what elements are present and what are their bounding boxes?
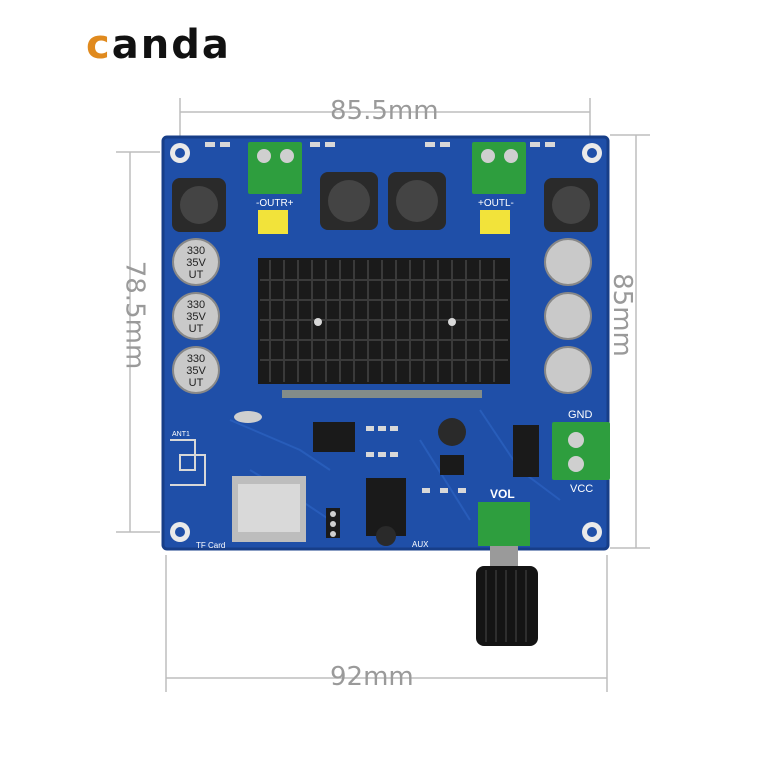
label-outl: +OUTL-	[478, 198, 514, 209]
dimension-lines	[116, 98, 650, 692]
brand-logo-first-letter: c	[86, 22, 112, 68]
capacitor-label: 35V	[186, 257, 206, 269]
label-vcc: VCC	[570, 483, 593, 495]
capacitor-icon	[172, 238, 592, 394]
label-antenna: ANT1	[172, 431, 190, 438]
label-gnd: GND	[568, 409, 593, 421]
dimension-left: 78.5mm	[119, 260, 150, 370]
pin-header	[326, 508, 340, 538]
capacitor-label: UT	[189, 377, 204, 389]
inductor-icon	[172, 172, 598, 232]
brand-logo-rest: anda	[111, 22, 231, 68]
capacitor-label: 330	[187, 245, 205, 257]
small-capacitor	[438, 418, 466, 446]
dimension-top: 85.5mm	[330, 96, 439, 126]
label-vol: VOL	[490, 487, 515, 501]
label-outr: -OUTR+	[256, 198, 294, 209]
terminal-block-icon	[248, 142, 610, 480]
heatsink-icon	[258, 258, 510, 384]
yellow-capacitor	[480, 210, 510, 234]
capacitor-label: 330	[187, 353, 205, 365]
capacitor-label: UT	[189, 269, 204, 281]
brand-logo: canda	[86, 22, 231, 68]
capacitor-label: 330	[187, 299, 205, 311]
potentiometer-knob-icon	[476, 502, 538, 646]
ic-chip	[313, 422, 355, 452]
audio-jack-icon	[366, 478, 406, 546]
dimension-bottom: 92mm	[330, 662, 414, 692]
label-tf-card: TF Card	[196, 541, 225, 550]
label-aux: AUX	[412, 540, 429, 549]
regulator	[513, 425, 539, 477]
dimension-right: 85mm	[606, 273, 637, 357]
yellow-capacitor	[258, 210, 288, 234]
mounting-hole-icon	[170, 143, 602, 542]
capacitor-label: 35V	[186, 365, 206, 377]
crystal	[234, 411, 262, 423]
capacitor-label: 35V	[186, 311, 206, 323]
antenna-icon	[170, 439, 206, 486]
capacitor-label: UT	[189, 323, 204, 335]
